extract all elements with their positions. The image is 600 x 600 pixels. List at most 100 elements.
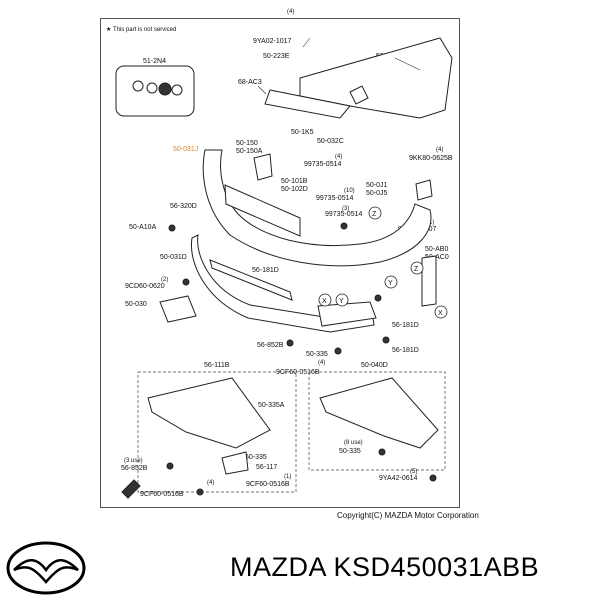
callout-qty-10: (10)	[344, 188, 355, 194]
callout-56-320D: 56-320D	[170, 203, 197, 210]
callout-3use: (3 use)	[124, 458, 143, 464]
svg-text:Z: Z	[372, 211, 377, 218]
callout-50-040D: 50-040D	[361, 362, 388, 369]
copyright-text: Copyright(C) MAZDA Motor Corporation	[337, 511, 479, 520]
callout-50-150A: 50-150A	[236, 148, 263, 155]
svg-text:X: X	[438, 310, 443, 317]
callout-8use: (8 use)	[344, 440, 363, 446]
callout-99735-c: 99735-0514	[325, 211, 362, 218]
callout-56-852B-b: 56-852B	[121, 465, 148, 472]
callout-50-335-b: 50-335	[245, 454, 267, 461]
callout-50-031D: 50-031D	[160, 254, 187, 261]
svg-text:Y: Y	[339, 298, 344, 305]
clip-56-181D-c	[382, 336, 390, 344]
callout-9KK80: 9KK80-0625B	[409, 155, 453, 162]
callout-50-150: 50-150	[236, 140, 258, 147]
callout-qty-4e: (4)	[207, 480, 214, 486]
callout-50-031J: 50-031J	[173, 146, 198, 153]
callout-50-335-a: 50-335	[306, 351, 328, 358]
callout-50-0J5: 50-0J5	[366, 190, 388, 197]
callout-50-102D: 50-102D	[281, 186, 308, 193]
callout-9CF60-b: 9CF60-0516B	[246, 481, 290, 488]
clip-kit-parts	[132, 80, 183, 96]
callout-9CD60: 9CD60-0620	[125, 283, 165, 290]
callout-68-AC3: 68-AC3	[238, 79, 262, 86]
lower-grille-opening	[224, 184, 301, 237]
fastener-tool-shape	[121, 479, 141, 499]
callout-56-852B-a: 56-852B	[257, 342, 284, 349]
brand-name: MAZDA	[230, 552, 326, 582]
clip-56-181D-b	[374, 294, 382, 302]
callout-56-181D-b: 56-181D	[392, 322, 419, 329]
callout-9YA02: 9YA02-1017	[253, 38, 292, 45]
screw-99735-c	[340, 222, 348, 230]
callout-9YA42: 9YA42-0614	[379, 475, 418, 482]
left-undercover-group	[137, 371, 297, 493]
clip-56-852B-b	[166, 462, 174, 470]
left-undercover-56-111B	[147, 377, 271, 449]
callout-qty-4d: (4)	[318, 360, 325, 366]
callout-9CF60-c: 9CF60-0516B	[140, 491, 184, 498]
marker-z-lower: Z	[410, 261, 424, 275]
diagram-frame	[100, 18, 460, 508]
side-bracket-50-AB0	[421, 255, 437, 307]
arrow-marker-5310	[349, 85, 369, 105]
right-undercover-50-040D	[319, 377, 439, 449]
callout-99735-a: 99735-0514	[304, 161, 341, 168]
callout-50-335A: 50-335A	[258, 402, 285, 409]
callout-qty-2: (2)	[161, 277, 168, 283]
license-bracket-50-030	[159, 295, 197, 323]
screw-9YA42	[429, 474, 437, 482]
callout-qty-4a: (4)	[287, 9, 294, 15]
callout-99735-b: 99735-0514	[316, 195, 353, 202]
callout-56-111B: 56-111B	[204, 362, 230, 369]
callout-qty-4b: (4)	[335, 154, 342, 160]
clip-56-852B	[286, 339, 294, 347]
reinforcement-bracket	[264, 89, 351, 119]
svg-text:Z: Z	[414, 266, 419, 273]
callout-50-A10A: 50-A10A	[129, 224, 157, 231]
marker-x-right: X	[434, 305, 448, 319]
callout-50-0J1: 50-0J1	[366, 182, 388, 189]
callout-qty-1b: (1)	[284, 474, 291, 480]
callout-50-1K5: 50-1K5	[291, 129, 314, 136]
mazda-logo-icon	[6, 541, 86, 595]
lower-bumper-cover	[190, 234, 375, 333]
screw-50-335	[334, 347, 342, 355]
callout-qty-5: (5)	[410, 469, 417, 475]
marker-z-upper: Z	[368, 206, 382, 220]
not-serviced-note: ★ This part is not serviced	[106, 26, 176, 33]
svg-text:Y: Y	[388, 280, 393, 287]
part-number: KSD450031ABB	[333, 552, 540, 582]
callout-qty-4c: (4)	[436, 147, 443, 153]
marker-x: X	[318, 293, 332, 307]
callout-50-101B: 50-101B	[281, 178, 308, 185]
lower-spoiler	[317, 301, 377, 327]
bracket-50-150	[253, 153, 273, 181]
bracket-56-117	[221, 451, 249, 475]
callout-qty-3: (3)	[342, 206, 349, 212]
callout-50-AB0: 50-AB0	[425, 246, 448, 253]
right-undercover-group	[308, 371, 446, 471]
callout-56-117: 56-117	[256, 464, 277, 471]
lower-grille-strip	[209, 259, 293, 301]
screw-50-335-c	[378, 448, 386, 456]
front-bumper-cover	[202, 149, 432, 267]
screw-9CD60	[182, 278, 190, 286]
callout-50-335-c: 50-335	[339, 448, 361, 455]
callout-56-181D-a: 56-181D	[252, 267, 279, 274]
marker-y-upper: Y	[384, 275, 398, 289]
screw-9CF60-c	[196, 488, 204, 496]
svg-text:X: X	[322, 298, 327, 305]
side-bracket-50-0J1	[415, 179, 433, 201]
marker-y-lower: Y	[335, 293, 349, 307]
callout-50-223E: 50-223E	[263, 53, 290, 60]
callout-51-2N4: 51-2N4	[143, 58, 166, 65]
callout-50-030: 50-030	[125, 301, 147, 308]
callout-56-181D-c: 56-181D	[392, 347, 419, 354]
callout-50-032C: 50-032C	[317, 138, 344, 145]
callout-9CF60-a: 9CF60-0516B	[276, 369, 320, 376]
clip-50-A10A	[168, 224, 176, 232]
callout-50-AC0: 50-AC0	[425, 254, 449, 261]
